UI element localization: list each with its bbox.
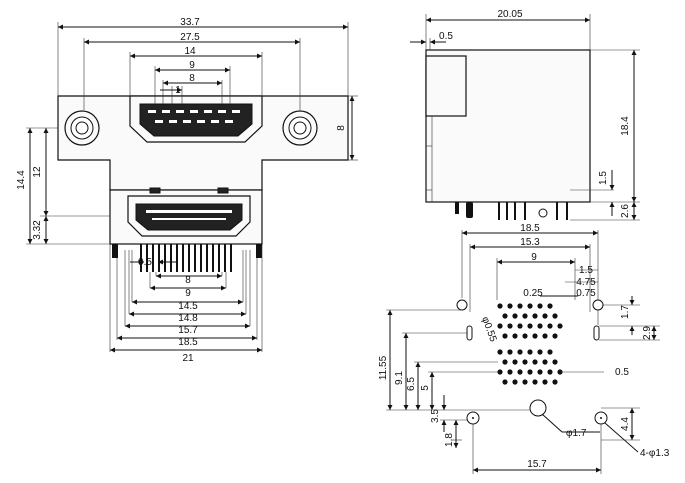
fp-center-hole (529, 399, 547, 417)
dim-18-4: 18.4 (620, 116, 631, 136)
dim-21: 21 (182, 353, 194, 364)
side-view: 20.05 0.5 18.4 1.5 2.6 (410, 9, 640, 221)
dim-27-5: 27.5 (180, 32, 200, 43)
dim-fp-0-25: 0.25 (523, 288, 543, 299)
dim-15-7: 15.7 (178, 325, 198, 336)
dim-fp-4-4: 4.4 (620, 417, 631, 431)
dim-12: 12 (32, 166, 43, 178)
dim-fp-1-8: 1.8 (444, 433, 455, 447)
front-view: 33.7 27.5 14 9 8 1 14.4 12 3.32 8 (16, 17, 358, 364)
dim-fp-15-7: 15.7 (527, 459, 547, 470)
fp-left-top-hole (456, 299, 468, 311)
dim-fp-1-7: 1.7 (620, 305, 631, 319)
right-mount-hole (282, 110, 318, 146)
dim-14: 14 (184, 46, 196, 57)
dim-fp-mount-hole: 4-φ1.3 (640, 448, 670, 459)
dim-3-32: 3.32 (32, 220, 43, 240)
front-pins (112, 244, 262, 272)
fp-left-slot (466, 325, 473, 341)
dim-fp-pad-dia: φ0.55 (479, 315, 498, 344)
dim-fp-hole-center: φ1.7 (566, 428, 587, 439)
fp-pad-grid (497, 303, 563, 385)
dim-2-6: 2.6 (620, 204, 631, 218)
dim-0-5: 0.5 (138, 257, 152, 268)
dim-fp-15-3: 15.3 (520, 237, 540, 248)
dim-1-5: 1.5 (598, 171, 609, 185)
dim-fp-3-5: 3.5 (430, 409, 441, 423)
dim-fp-18-5: 18.5 (520, 223, 540, 234)
dim-9: 9 (189, 60, 195, 71)
dim-bottom-9: 9 (185, 288, 191, 299)
dim-8: 8 (189, 73, 195, 84)
dim-fp-9-1: 9.1 (394, 371, 405, 385)
dim-18-5: 18.5 (178, 337, 198, 348)
dim-20-05: 20.05 (497, 9, 522, 20)
dim-fp-1-5: 1.5 (579, 265, 593, 276)
dim-side-0-5: 0.5 (439, 31, 453, 42)
dim-right-8: 8 (336, 125, 347, 131)
upper-hdmi-port (129, 95, 263, 143)
dim-fp-11-55: 11.55 (378, 355, 389, 380)
dim-bottom-8: 8 (185, 275, 191, 286)
left-mount-hole (64, 110, 100, 146)
dim-fp-5: 5 (420, 385, 431, 391)
side-pins (455, 202, 568, 220)
dim-14-5: 14.5 (178, 301, 198, 312)
lower-hdmi-port (127, 187, 251, 237)
pcb-footprint: 18.5 15.3 9 1.5 4.75 0.25 0.75 (378, 223, 670, 474)
dim-1: 1 (175, 85, 181, 96)
fp-right-slot (593, 325, 600, 341)
dim-fp-2-9: 2.9 (642, 326, 653, 340)
fp-right-top-hole (592, 299, 604, 311)
dim-fp-0-75: 0.75 (576, 288, 596, 299)
dim-fp-0-5: 0.5 (615, 367, 629, 378)
dim-14-4: 14.4 (16, 170, 27, 190)
dim-fp-9: 9 (531, 252, 537, 263)
dim-fp-6-5: 6.5 (406, 377, 417, 391)
dim-fp-4-75: 4.75 (576, 277, 596, 288)
dim-33-7: 33.7 (180, 17, 200, 28)
dim-14-8: 14.8 (178, 313, 198, 324)
